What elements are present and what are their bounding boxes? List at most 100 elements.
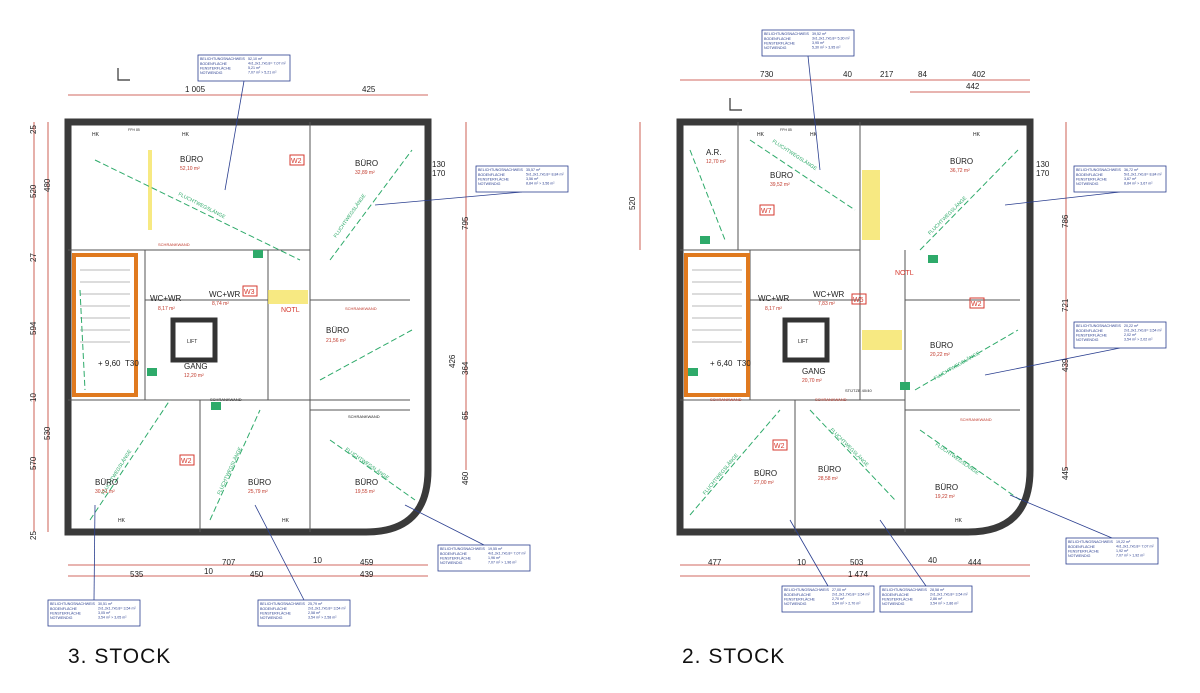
dim-right: 721 — [1061, 298, 1070, 312]
plan-2-stock: FLUCHTWEGSLÄNGE FLUCHTWEGSLÄNGE FLUCHTWE… — [628, 70, 1070, 579]
callout-value: 28,58 m² — [930, 588, 945, 592]
callout-leader — [224, 80, 245, 191]
schrankwand-label: SCHRANKWAND — [710, 397, 742, 402]
stair-treads — [80, 269, 130, 343]
callout-value: 20,22 m² — [1124, 324, 1139, 328]
room-name: BÜRO — [935, 483, 958, 492]
callout-value: 35,57 m² — [526, 168, 541, 172]
floor-title: 3. STOCK — [68, 645, 172, 668]
callout-title: BELICHTUNGSNACHWEIS — [764, 32, 810, 36]
dim-left: 25 — [29, 531, 38, 540]
dim-right: 795 — [461, 216, 470, 230]
dim-right: 130 — [1036, 160, 1050, 169]
room-name: BÜRO — [180, 155, 203, 164]
escape-label: FLUCHTWEGSLÄNGE — [344, 446, 391, 482]
escape-label: FLUCHTWEGSLÄNGE — [177, 191, 227, 221]
fph-label: FPH 85 — [128, 128, 140, 132]
dim-bottom: 535 — [130, 570, 144, 579]
callout-row-label: BODENFLÄCHE — [1076, 329, 1104, 333]
dim-left: 520 — [29, 184, 38, 198]
belichtung-box: BELICHTUNGSNACHWEISBODENFLÄCHEFENSTERFLÄ… — [1009, 494, 1159, 565]
exit-sign-icon — [688, 368, 698, 376]
callout-value: 8,84 m² > 3,56 m² — [526, 182, 555, 186]
escape-routes: FLUCHTWEGSLÄNGE FLUCHTWEGSLÄNGE FLUCHTWE… — [79, 149, 416, 521]
exit-sign-icon — [211, 402, 221, 410]
belichtung-box: BELICHTUNGSNACHWEISBODENFLÄCHEFENSTERFLÄ… — [1004, 165, 1167, 206]
callout-row-label: NOTWENDIG — [200, 71, 223, 75]
callout-leader — [93, 504, 96, 601]
room-name: BÜRO — [930, 341, 953, 350]
notl-label: NOTL — [895, 270, 914, 277]
callout-leader — [789, 519, 829, 587]
dim-right: 445 — [1061, 466, 1070, 480]
room-name: LIFT — [187, 339, 197, 345]
escape-label: FLUCHTWEGSLÄNGE — [701, 451, 740, 496]
callout-leader — [374, 191, 523, 206]
room-area: 39,52 m² — [770, 182, 790, 188]
dim-left: 10 — [29, 393, 38, 402]
callout-row-label: NOTWENDIG — [1068, 554, 1091, 558]
north-arrow-icon — [729, 98, 742, 111]
callout-value: 25,79 m² — [308, 602, 323, 606]
callout-value: 3,67 m² — [1124, 177, 1137, 181]
stair-treads — [692, 269, 742, 343]
callout-value: 27,00 m² — [832, 588, 847, 592]
outer-wall — [64, 118, 432, 536]
room-area: 20,70 m² — [802, 378, 822, 384]
exit-sign-icon — [147, 368, 157, 376]
hk-label: HK — [955, 518, 963, 524]
level-label: + 9,60 — [98, 359, 121, 368]
dim-right: 65 — [461, 411, 470, 420]
callout-frame — [197, 54, 291, 82]
highlight-notl — [268, 290, 308, 304]
window-label: W7 — [761, 208, 772, 215]
dim-right: 460 — [461, 471, 470, 485]
room-name: BÜRO — [818, 465, 841, 474]
room-area: 20,22 m² — [930, 352, 950, 358]
belichtung-box: BELICHTUNGSNACHWEISBODENFLÄCHEFENSTERFLÄ… — [374, 165, 569, 206]
callout-row-label: BODENFLÄCHE — [50, 607, 78, 611]
callout-title: BELICHTUNGSNACHWEIS — [260, 602, 306, 606]
callout-value: 7,07 m² > 1,92 m² — [1116, 554, 1145, 558]
fph-label: FPH 85 — [780, 128, 792, 132]
callout-value: 2x1,3x1,7x0,8= 3,54 m² — [98, 607, 136, 611]
callout-frame — [257, 599, 351, 627]
callout-title: BELICHTUNGSNACHWEIS — [200, 57, 246, 61]
stair-core — [684, 253, 750, 397]
room-name: WC+WR — [758, 294, 790, 303]
callout-frame — [879, 585, 973, 613]
dim-top: 402 — [972, 70, 986, 79]
window-label: W2 — [291, 158, 302, 165]
dim-left: 27 — [29, 253, 38, 262]
callout-frame — [437, 544, 531, 572]
exit-sign-icon — [928, 255, 938, 263]
callout-title: BELICHTUNGSNACHWEIS — [1076, 168, 1122, 172]
room-name: GANG — [184, 362, 208, 371]
room-area: 19,22 m² — [935, 494, 955, 500]
room-name: BÜRO — [355, 159, 378, 168]
callout-row-label: BODENFLÄCHE — [260, 607, 288, 611]
callout-row-label: FENSTERFLÄCHE — [1076, 334, 1108, 338]
room-area: 7,83 m² — [818, 301, 835, 307]
dim-top: 442 — [966, 82, 980, 91]
floor-title: 2. STOCK — [682, 645, 786, 668]
callout-value: 3,54 m² > 3,05 m² — [98, 616, 127, 620]
window-label: W3 — [244, 289, 255, 296]
callout-value: 3,54 m² > 2,58 m² — [308, 616, 337, 620]
escape-label: FLUCHTWEGSLÄNGE — [926, 194, 968, 236]
callout-value: 5x1,3x1,7x0,8= 8,84 m² — [1124, 173, 1162, 177]
room-area: 19,55 m² — [355, 489, 375, 495]
stair-core — [72, 253, 138, 397]
room-name: BÜRO — [326, 326, 349, 335]
escape-label: FLUCHTWEGSLÄNGE — [332, 192, 368, 239]
dim-bottom: 40 — [928, 556, 937, 565]
dim-bottom: 459 — [360, 558, 374, 567]
schrankwand-label: SCHRANKWAND — [815, 397, 847, 402]
callout-frame — [1073, 165, 1167, 193]
room-area: 8,17 m² — [765, 306, 782, 312]
room-area: 12,70 m² — [706, 159, 726, 165]
rooms-3-stock: BÜRO 52,10 m² BÜRO 32,89 m² WC+WR 8,17 m… — [95, 155, 378, 495]
callout-frame — [1065, 537, 1159, 565]
callout-title: BELICHTUNGSNACHWEIS — [882, 588, 928, 592]
